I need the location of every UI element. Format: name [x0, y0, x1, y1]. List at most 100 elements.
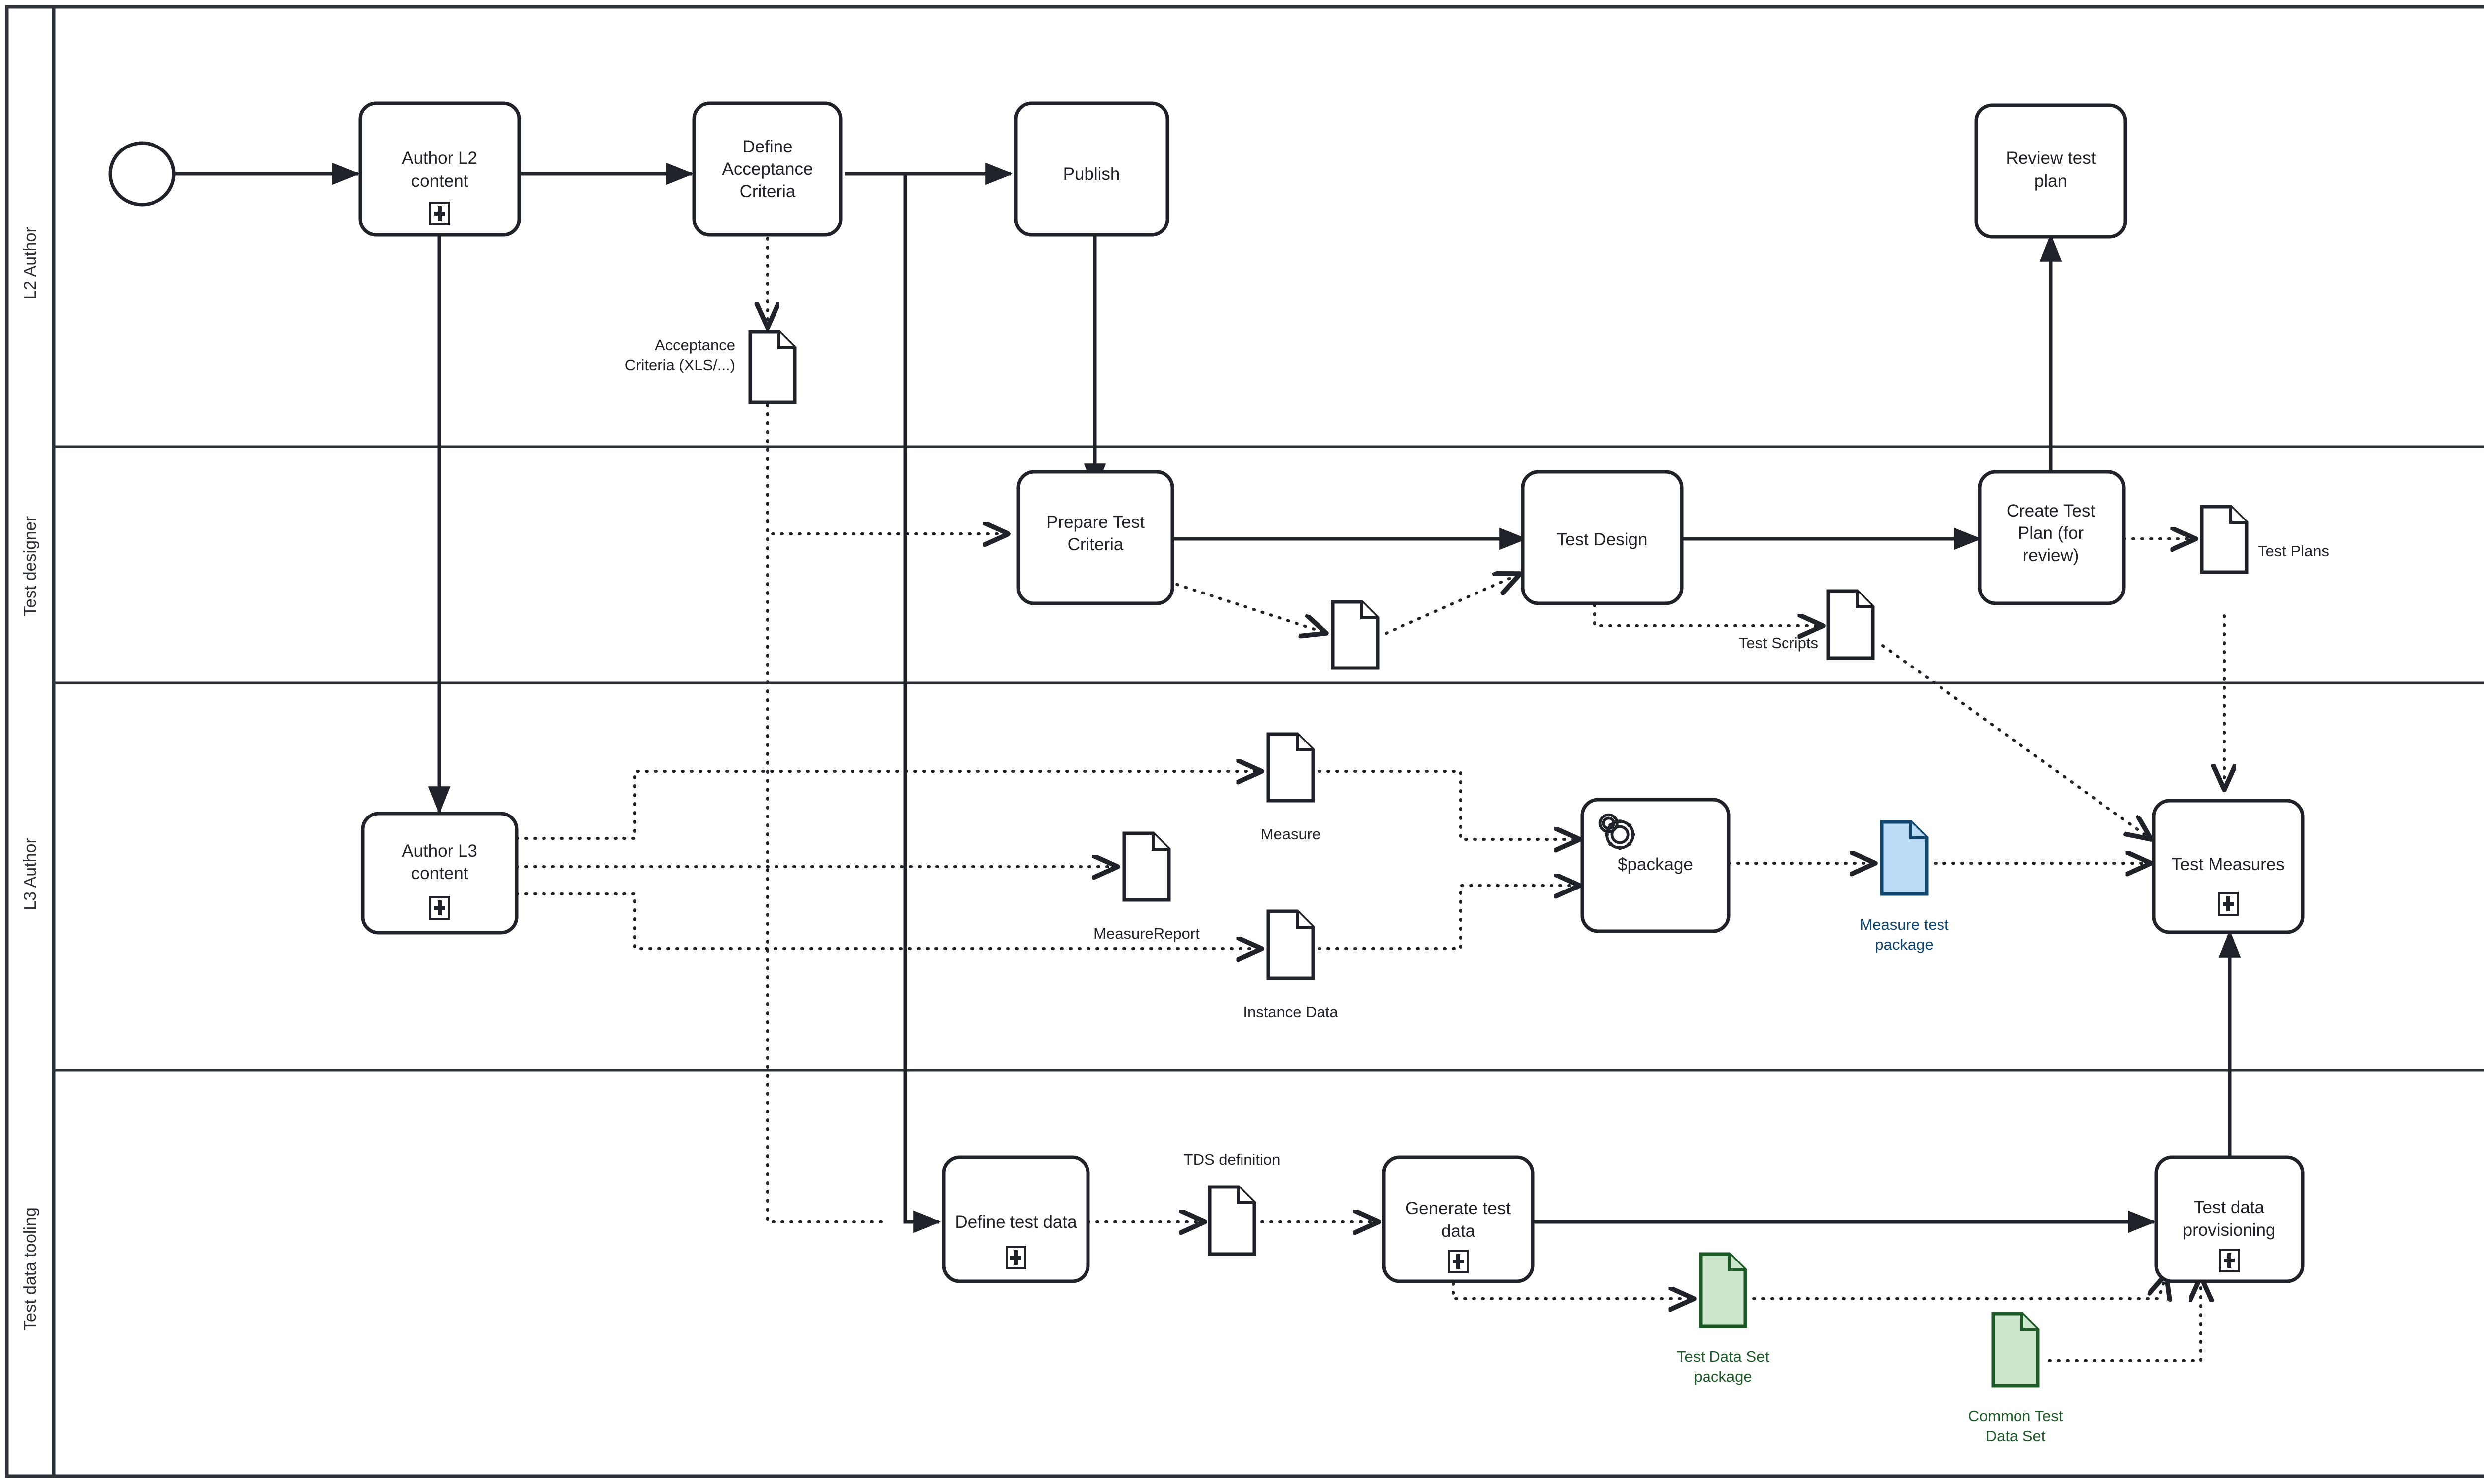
- data-object-fold: [1152, 833, 1169, 851]
- data-object-fold: [1909, 822, 1927, 839]
- task-shape[interactable]: [1978, 470, 2126, 605]
- data-object-common-test-data-set[interactable]: Common Test Data Set: [1968, 1312, 2063, 1445]
- data-object-fold: [2020, 1314, 2038, 1331]
- data-object-test-criteria[interactable]: [1331, 600, 1380, 670]
- task-create-test-plan[interactable]: Create Test Plan (for review): [1978, 470, 2126, 605]
- task-shape[interactable]: [1580, 798, 1731, 933]
- subprocess-plus-icon: [2218, 892, 2239, 916]
- data-object-instance-data[interactable]: Instance Data: [1243, 909, 1338, 1021]
- lane-label-test-designer: Test designer: [21, 516, 40, 616]
- data-object-test-data-set-package[interactable]: Test Data Set package: [1677, 1252, 1769, 1385]
- task-label-line-1: Create Test: [2007, 501, 2096, 520]
- task-label-line-1: Test Design: [1557, 530, 1648, 549]
- task-package[interactable]: $package: [1580, 798, 1731, 933]
- task-generate-test-data[interactable]: Generate test data: [1382, 1155, 1535, 1283]
- data-object-label: Test Plans: [2258, 542, 2329, 560]
- data-object-acceptance-criteria[interactable]: Acceptance Criteria (XLS/...): [625, 330, 797, 404]
- task-label-line-2: content: [411, 171, 468, 191]
- task-label-line-2: data: [1441, 1221, 1475, 1241]
- task-label-line-1: Test Measures: [2172, 855, 2285, 874]
- data-object-fold: [1728, 1254, 1745, 1271]
- task-test-measures[interactable]: Test Measures: [2152, 799, 2305, 934]
- task-shape[interactable]: [1382, 1155, 1535, 1283]
- task-label-line-2: content: [411, 864, 468, 883]
- data-object-label-line-1: Test Data Set: [1677, 1348, 1769, 1365]
- subprocess-plus-icon: [1006, 1246, 1026, 1269]
- task-define-acceptance-criteria[interactable]: Define Acceptance Criteria: [692, 101, 843, 237]
- task-test-design[interactable]: Test Design: [1521, 470, 1684, 605]
- data-object-measure[interactable]: Measure: [1261, 732, 1321, 843]
- task-label-line-2: Criteria: [1068, 535, 1124, 554]
- task-label-line-1: Author L2: [402, 148, 477, 168]
- lane-label-l2-author: L2 Author: [21, 227, 40, 299]
- data-object-test-scripts[interactable]: Test Scripts: [1739, 589, 1875, 660]
- start-event[interactable]: [108, 141, 176, 207]
- task-shape[interactable]: [358, 101, 521, 237]
- task-label-line-2: Acceptance: [722, 159, 813, 179]
- data-associations: [515, 237, 2224, 1362]
- task-shape[interactable]: [692, 101, 843, 237]
- task-label-line-3: review): [2023, 546, 2079, 565]
- data-object-fold: [2229, 507, 2247, 524]
- task-label-line-1: Define: [742, 137, 792, 156]
- lane-label-test-data-tooling: Test data tooling: [21, 1207, 40, 1331]
- task-label-line-1: $package: [1618, 855, 1693, 874]
- task-shape[interactable]: [361, 812, 519, 935]
- task-shape[interactable]: [2154, 1155, 2305, 1283]
- data-object-fold: [1296, 911, 1313, 929]
- subprocess-plus-icon: [1448, 1250, 1469, 1273]
- task-author-l2-content[interactable]: Author L2 content: [358, 101, 521, 237]
- lane-label-text: Test designer: [21, 516, 40, 616]
- data-object-test-plans[interactable]: Test Plans: [2200, 505, 2329, 574]
- data-object-tds-definition[interactable]: TDS definition: [1184, 1151, 1281, 1256]
- assoc-measure-to-package: [1318, 770, 1580, 839]
- task-publish[interactable]: Publish: [1014, 101, 1169, 237]
- task-label-line-1: Test data: [2194, 1198, 2265, 1217]
- task-label-line-1: Define test data: [955, 1212, 1077, 1232]
- task-label-line-1: Generate test: [1405, 1199, 1511, 1218]
- data-object-fold: [1237, 1187, 1254, 1204]
- task-shape[interactable]: [2152, 799, 2305, 934]
- data-object-shape[interactable]: [1991, 1312, 2040, 1388]
- gear-icon: [1598, 813, 1635, 850]
- task-author-l3-content[interactable]: Author L3 content: [361, 812, 519, 935]
- task-label-line-3: Criteria: [740, 182, 796, 201]
- data-object-shape[interactable]: [748, 330, 797, 404]
- data-object-label: TDS definition: [1184, 1151, 1281, 1168]
- task-shape[interactable]: [1016, 470, 1174, 605]
- flow-branch-to-define-test-data: [903, 174, 941, 1233]
- task-test-data-provisioning[interactable]: Test data provisioning: [2154, 1155, 2305, 1283]
- task-define-test-data[interactable]: Define test data: [942, 1155, 1090, 1283]
- data-object-measure-report[interactable]: MeasureReport: [1093, 831, 1200, 942]
- task-shape[interactable]: [1014, 101, 1169, 237]
- lane-label-text: Test data tooling: [21, 1207, 40, 1331]
- task-review-test-plan[interactable]: Review test plan: [1974, 103, 2127, 239]
- assoc-instancedata-to-package: [1318, 886, 1580, 950]
- task-shape[interactable]: [1521, 470, 1684, 605]
- task-shape[interactable]: [942, 1155, 1090, 1283]
- task-label-line-2: plan: [2034, 171, 2067, 191]
- data-object-label-line-2: Criteria (XLS/...): [625, 356, 735, 373]
- subprocess-plus-icon: [429, 896, 450, 920]
- task-prepare-test-criteria[interactable]: Prepare Test Criteria: [1016, 470, 1174, 605]
- subprocess-plus-icon: [429, 202, 450, 225]
- data-object-label-line-2: package: [1875, 936, 1933, 953]
- data-object-shape[interactable]: [1699, 1252, 1747, 1328]
- data-object-fold: [1296, 734, 1313, 751]
- subprocess-plus-icon: [2219, 1249, 2240, 1272]
- data-object-fold: [1856, 591, 1873, 608]
- task-label-line-1: Author L3: [402, 841, 477, 861]
- task-shape[interactable]: [1974, 103, 2127, 239]
- assoc-preparetc-to-criteria-doc: [1150, 575, 1326, 633]
- start-event-circle[interactable]: [108, 141, 176, 207]
- data-object-measure-test-package[interactable]: Measure test package: [1860, 820, 1949, 953]
- assoc-testscripts-to-testmeasures: [1881, 644, 2151, 839]
- lane-label-text: L3 Author: [21, 838, 40, 910]
- sequence-flows: [175, 162, 2241, 1233]
- data-object-shape[interactable]: [1880, 820, 1929, 896]
- assoc-accriteria-to-definetestdata: [766, 403, 886, 1223]
- data-object-label-line-1: Acceptance: [655, 336, 735, 354]
- assoc-testdesign-to-testscripts: [1593, 594, 1823, 626]
